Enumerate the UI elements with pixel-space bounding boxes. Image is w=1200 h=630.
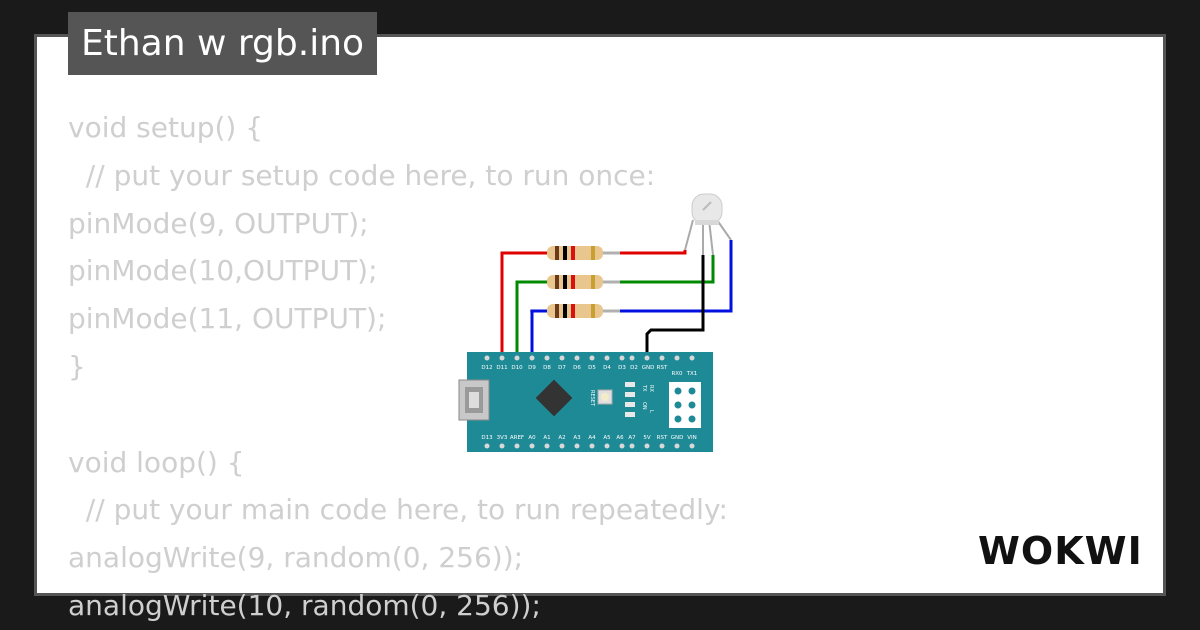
green-wire [620,255,715,284]
pin-label: D10 [511,365,523,371]
pin-label: RST [657,435,668,441]
project-title: Ethan w rgb.ino [68,12,378,75]
pin-label: D5 [588,365,596,371]
pin-label: A4 [588,435,596,441]
blue-wire [530,309,547,358]
code-line: // put your setup code here, to run once… [68,158,656,192]
code-line: pinMode(9, OUTPUT); [68,206,369,240]
code-line: analogWrite(10, random(0, 256)); [68,588,541,622]
pin-label: D4 [603,365,611,371]
pin-label: A3 [573,435,581,441]
pin-label: 3V3 [497,435,508,441]
green-wire [515,280,547,358]
pin-label: GND [642,365,655,371]
pin-label: RST [657,365,668,371]
red-wire [500,251,547,358]
pin-label: D12 [481,365,492,371]
code-line: pinMode(11, OUTPUT); [68,302,387,336]
code-line: analogWrite(9, random(0, 256)); [68,541,524,575]
pin-label: D11 [496,365,507,371]
icsp-header [669,382,701,428]
pin-label: D7 [558,365,566,371]
reset-button[interactable] [601,393,609,401]
pin-label: D9 [528,365,536,371]
black-wire [645,255,705,358]
pin-label: A7 [628,435,636,441]
wokwi-logo: WOKWI [978,529,1143,573]
microcontroller-chip [535,379,573,417]
led-label: L [648,410,654,413]
bottom-bar [34,596,1166,630]
svg-text:WOKWI: WOKWI [978,529,1143,573]
led-label: RX [648,385,654,392]
pin-label: D6 [573,365,581,371]
reset-label: RESET [589,390,595,407]
led-label: ON [641,402,647,410]
pin-label: A6 [616,435,624,441]
pin-label: 5V [643,435,650,441]
pin-label: D2 [630,365,638,371]
pin-label: A2 [558,435,565,441]
arduino-nano-board: D12 D11 D10 D9 D8 D7 D6 D5 D4 D3 D2 GND … [458,352,713,452]
code-line: // put your main code here, to run repea… [68,493,728,527]
pin-label: A1 [543,435,550,441]
code-line: pinMode(10,OUTPUT); [68,254,378,288]
red-wire [620,250,687,255]
pin-label: D8 [543,365,551,371]
pin-label: D13 [481,435,493,441]
led-label: TX [641,384,647,392]
code-line: } [68,349,86,383]
pin-label: GND [671,435,684,441]
blue-wire [620,240,733,313]
code-line: void setup() { [68,111,264,144]
pin-label: VIN [687,435,697,441]
status-leds [625,382,635,417]
rgb-led [684,193,732,256]
pin-label: AREF [510,435,524,441]
pin-label: A0 [528,435,536,441]
pin-label: TX1 [686,371,698,377]
circuit-diagram: D12 D11 D10 D9 D8 D7 D6 D5 D4 D3 D2 GND … [458,193,733,452]
usb-connector-icon [458,379,490,421]
code-line: void loop() { [68,445,245,479]
code-preview: void setup() { // put your setup code he… [68,104,728,630]
pin-label: A5 [603,435,611,441]
pin-label: D3 [618,365,626,371]
pin-label: RX0 [671,371,683,377]
